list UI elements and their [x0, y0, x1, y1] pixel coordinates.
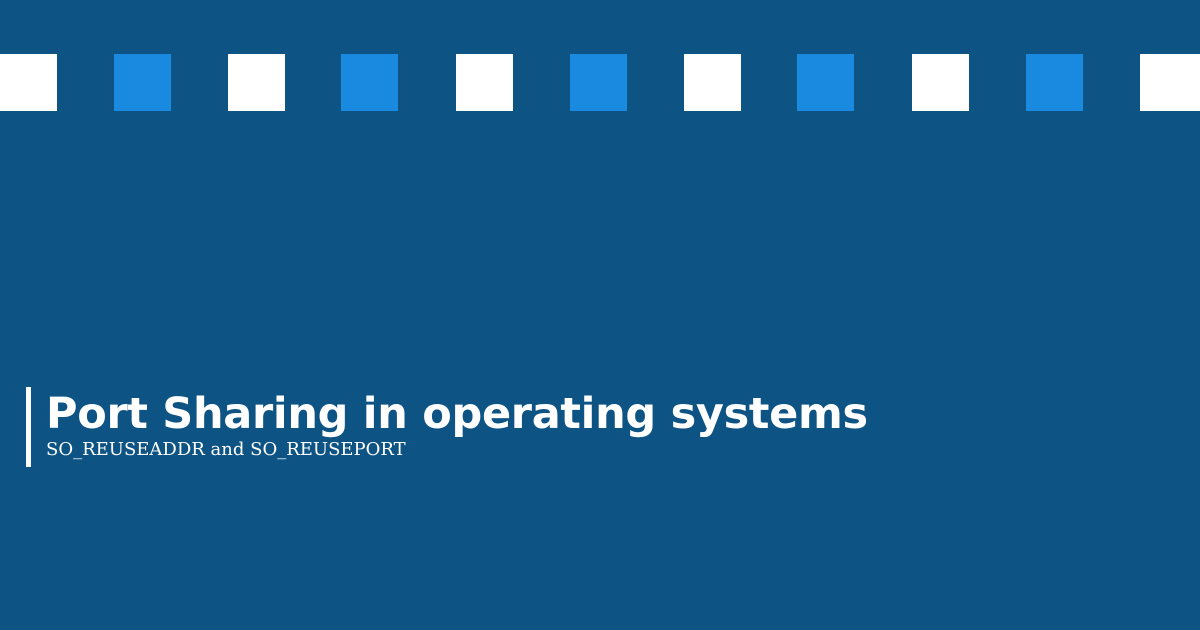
square-white [912, 54, 969, 111]
square-blue [1026, 54, 1083, 111]
square-blue [341, 54, 398, 111]
decorative-square-row [0, 54, 1200, 111]
square-blue [797, 54, 854, 111]
square-white [684, 54, 741, 111]
square-white [1140, 54, 1200, 111]
square-blue [114, 54, 171, 111]
title-block: Port Sharing in operating systems SO_REU… [26, 387, 868, 467]
page-subtitle: SO_REUSEADDR and SO_REUSEPORT [46, 439, 406, 460]
square-blue [570, 54, 627, 111]
square-white [228, 54, 285, 111]
square-white [0, 54, 57, 111]
square-white [456, 54, 513, 111]
page-title: Port Sharing in operating systems [46, 389, 868, 439]
